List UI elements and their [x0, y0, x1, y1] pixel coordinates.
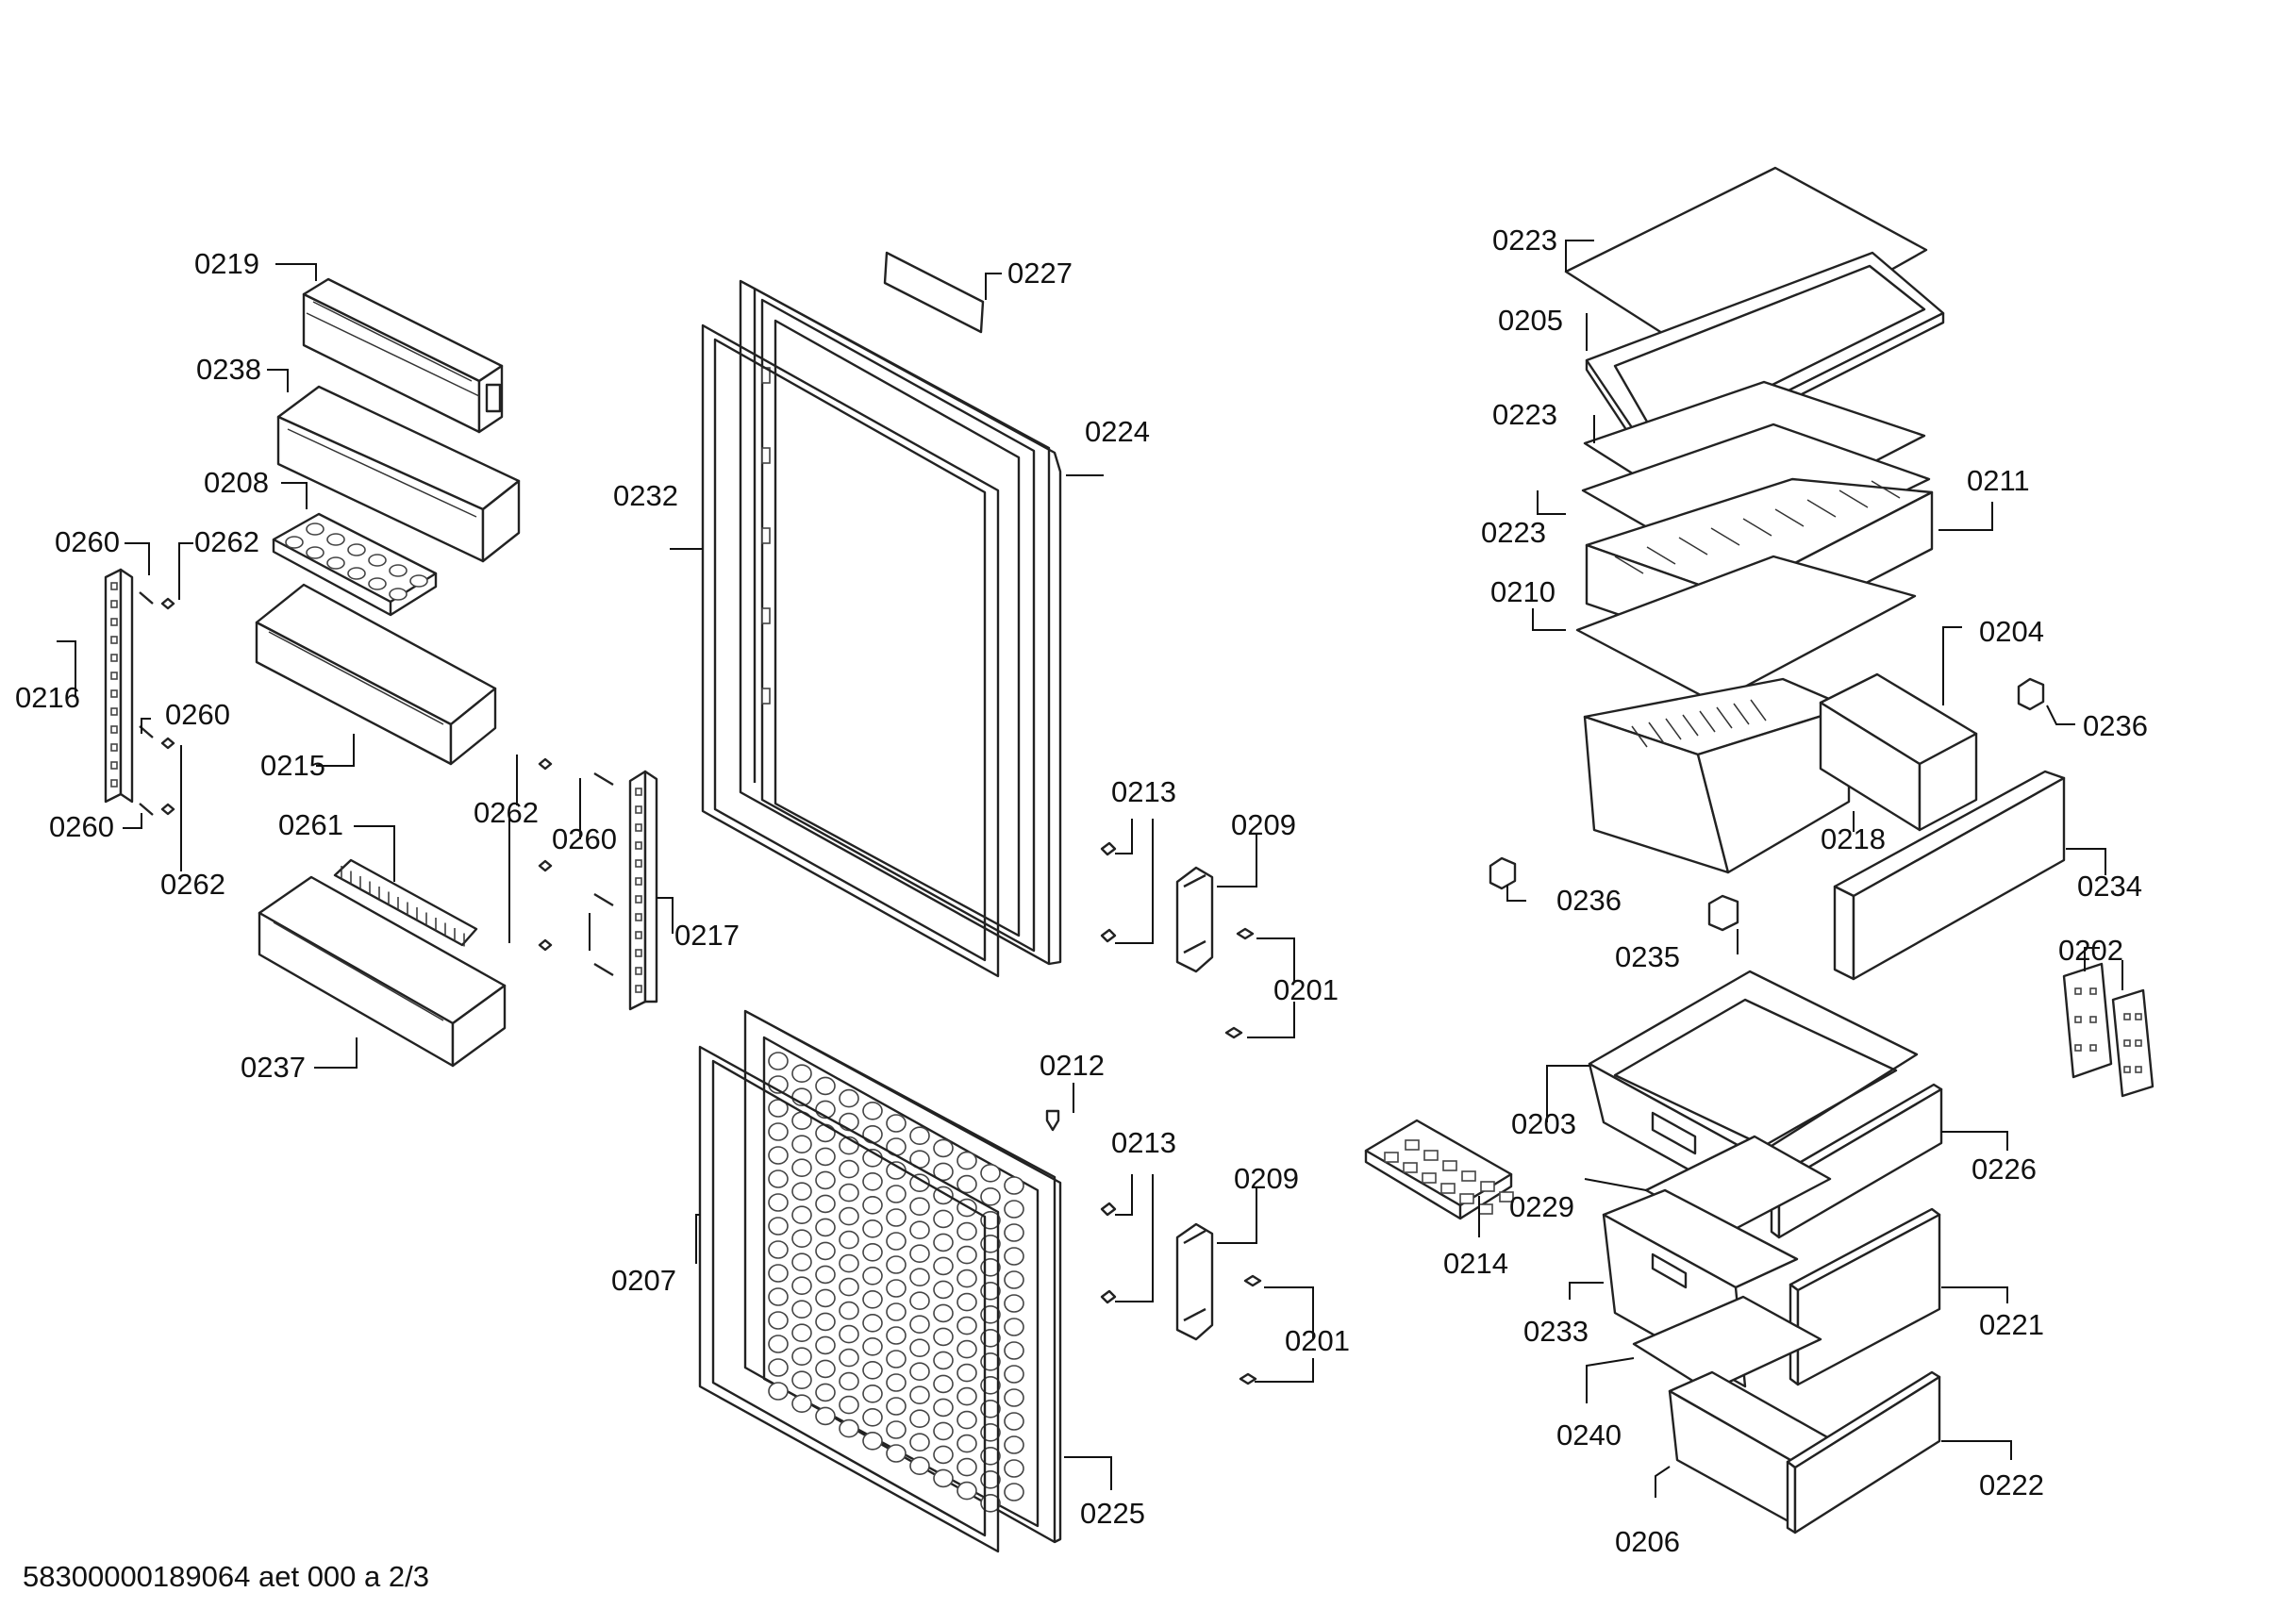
callout-0201: 0201	[1273, 973, 1339, 1006]
callout-0226: 0226	[1972, 1153, 2037, 1186]
callout-0227: 0227	[1007, 257, 1073, 290]
callout-0215: 0215	[260, 749, 325, 782]
part-0214-ice-tray	[1364, 1119, 1514, 1220]
part-0225-lower-door	[743, 1009, 1062, 1544]
callout-0225: 0225	[1080, 1497, 1145, 1530]
callout-0223: 0223	[1492, 224, 1557, 257]
callout-0218: 0218	[1821, 822, 1886, 855]
part-0216-rail	[104, 568, 134, 804]
callout-0212: 0212	[1040, 1049, 1105, 1082]
callout-0210: 0210	[1490, 575, 1556, 608]
callout-0205: 0205	[1498, 304, 1563, 337]
callout-0260: 0260	[165, 698, 230, 731]
callout-0214: 0214	[1443, 1247, 1508, 1280]
part-0217-rail	[628, 770, 658, 1011]
callout-0224: 0224	[1085, 415, 1150, 448]
part-0224-upper-door	[739, 279, 1062, 966]
part-0208-egg-tray	[272, 512, 438, 617]
callout-0207: 0207	[611, 1264, 676, 1297]
callout-0238: 0238	[196, 353, 261, 386]
callout-0211: 0211	[1967, 464, 2030, 497]
callout-0260: 0260	[55, 525, 120, 558]
callout-0235: 0235	[1615, 940, 1680, 973]
callout-0262: 0262	[474, 796, 539, 829]
part-0232-upper-gasket	[701, 323, 1000, 978]
part-0202-cold-packs	[2062, 962, 2155, 1098]
callout-0204: 0204	[1979, 615, 2044, 648]
callout-0237: 0237	[241, 1051, 306, 1084]
part-0240-glass	[1632, 1295, 1822, 1393]
callout-0206: 0206	[1615, 1525, 1680, 1558]
callout-0222: 0222	[1979, 1468, 2044, 1501]
leader-lines	[57, 240, 2123, 1498]
part-0210-glass	[1575, 555, 1917, 705]
part-0221-front	[1789, 1207, 1941, 1386]
callout-0209: 0209	[1231, 808, 1296, 841]
callout-0260: 0260	[552, 822, 617, 855]
callout-0201: 0201	[1285, 1324, 1350, 1357]
part-0219-shelf	[302, 277, 504, 434]
part-0227-label	[883, 251, 985, 334]
callout-0232: 0232	[613, 479, 678, 512]
callout-0216: 0216	[15, 681, 80, 714]
parts-0209-0213-0201-0212	[1045, 841, 1262, 1385]
part-0238-shelf	[276, 385, 521, 563]
callout-0233: 0233	[1523, 1315, 1589, 1348]
part-0261-grille	[333, 858, 478, 947]
screws-0260-0262	[139, 591, 614, 977]
part-0234-cover	[1833, 770, 2066, 981]
callout-0221: 0221	[1979, 1308, 2044, 1341]
parts-0236-0235	[1489, 677, 2045, 932]
callout-0223: 0223	[1481, 516, 1546, 549]
part-0218-crisper	[1583, 677, 1851, 874]
callout-0234: 0234	[2077, 870, 2142, 903]
part-0205-shelf-frame	[1585, 251, 1945, 472]
part-0215-shelf	[255, 583, 497, 766]
callout-0262: 0262	[194, 525, 259, 558]
part-0222-front	[1786, 1370, 1941, 1534]
callout-0262: 0262	[160, 868, 225, 901]
callout-0236: 0236	[2083, 709, 2148, 742]
callout-0208: 0208	[204, 466, 269, 499]
callout-0223: 0223	[1492, 398, 1557, 431]
part-0237-shelf	[258, 875, 507, 1068]
callout-0213: 0213	[1111, 775, 1176, 808]
callout-labels: 0219 0238 0208 0260 0262 0216 0260 0215 …	[15, 224, 2148, 1558]
callout-0213: 0213	[1111, 1126, 1176, 1159]
callout-0261: 0261	[278, 808, 343, 841]
callout-0202: 0202	[2058, 934, 2123, 967]
callout-0219: 0219	[194, 247, 259, 280]
callout-0236: 0236	[1556, 884, 1622, 917]
callout-0217: 0217	[674, 919, 740, 952]
part-0207-lower-gasket	[698, 1045, 1000, 1553]
callout-0260: 0260	[49, 810, 114, 843]
callout-0229: 0229	[1509, 1190, 1574, 1223]
document-id: 58300000189064 aet 000 a 2/3	[23, 1560, 429, 1593]
callout-0209: 0209	[1234, 1162, 1299, 1195]
callout-0240: 0240	[1556, 1418, 1622, 1451]
callout-0203: 0203	[1511, 1107, 1576, 1140]
part-0204-bin	[1819, 672, 1978, 832]
